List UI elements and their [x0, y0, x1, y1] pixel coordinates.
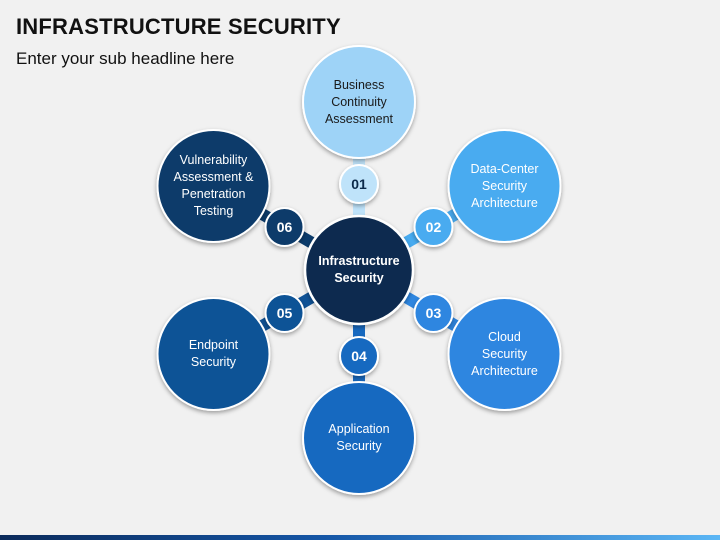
page-title: INFRASTRUCTURE SECURITY [16, 14, 341, 39]
number-badge-01 [339, 164, 379, 204]
node-circle-05 [156, 297, 271, 411]
bottom-accent-bar [0, 535, 720, 540]
number-badge-05 [264, 293, 305, 333]
node-circle-06 [156, 129, 271, 243]
number-badge-03 [413, 293, 454, 333]
number-badge-02 [413, 207, 454, 247]
node-circle-01 [302, 45, 416, 159]
center-hub-circle [303, 214, 415, 326]
node-circle-02 [447, 129, 562, 243]
number-badges [264, 164, 454, 376]
node-circle-03 [447, 297, 562, 411]
page-subtitle: Enter your sub headline here [16, 49, 235, 68]
node-circle-04 [302, 381, 416, 495]
number-badge-04 [339, 336, 379, 376]
number-badge-06 [264, 207, 305, 247]
outer-circles [156, 45, 562, 495]
